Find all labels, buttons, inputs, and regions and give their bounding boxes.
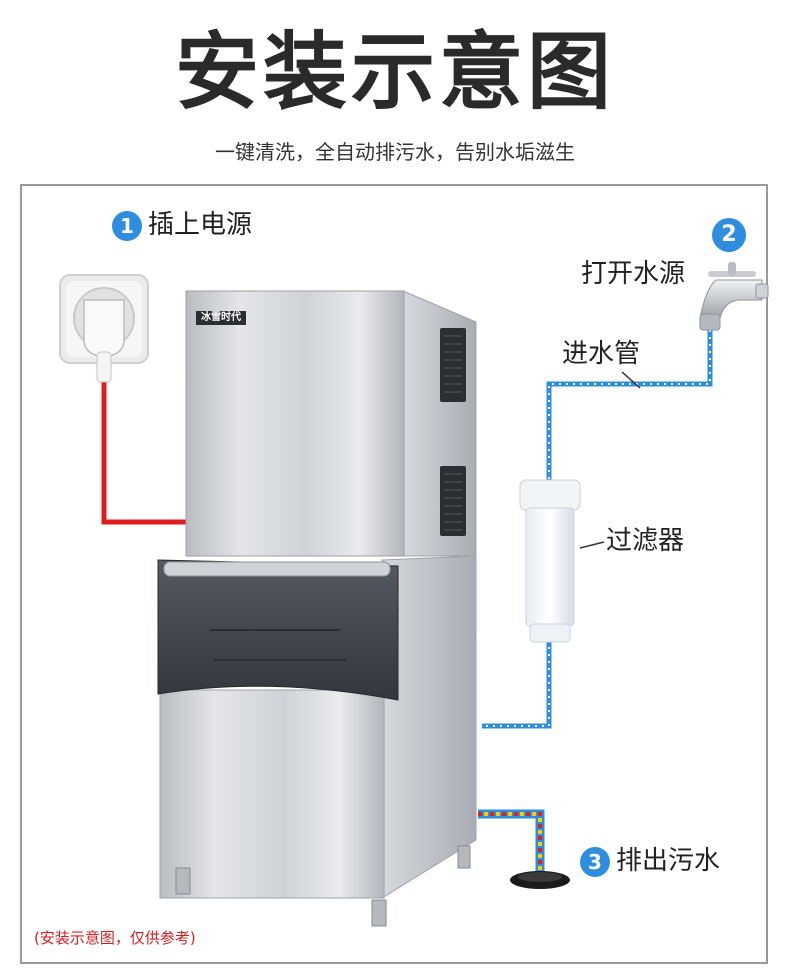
step-label: 插上电源	[148, 210, 253, 240]
disclaimer-note: (安装示意图，仅供参考)	[34, 929, 196, 947]
diagram-frame	[20, 184, 768, 964]
inlet-pipe-label: 进水管	[562, 339, 641, 369]
filter-label: 过滤器	[606, 526, 685, 556]
ice-machine	[157, 290, 477, 927]
step-number-badge: 1	[112, 210, 142, 241]
floor-drain-icon	[510, 871, 570, 889]
water-tap-icon	[699, 262, 769, 331]
step-label: 排出污水	[616, 846, 721, 876]
water-filter-icon	[519, 479, 581, 643]
step-number-badge: 3	[580, 846, 610, 877]
power-cable	[101, 380, 192, 525]
drain-pipe	[478, 809, 545, 872]
brand-label: 冰雪时代	[201, 312, 241, 323]
step-number-badge: 2	[712, 218, 746, 252]
inlet-pipe	[482, 330, 713, 729]
page-subtitle: 一键清洗，全自动排污水，告别水垢滋生	[215, 140, 575, 164]
step-label: 打开水源	[581, 259, 686, 289]
page-title: 安装示意图	[174, 23, 615, 121]
power-socket-icon	[59, 274, 149, 383]
